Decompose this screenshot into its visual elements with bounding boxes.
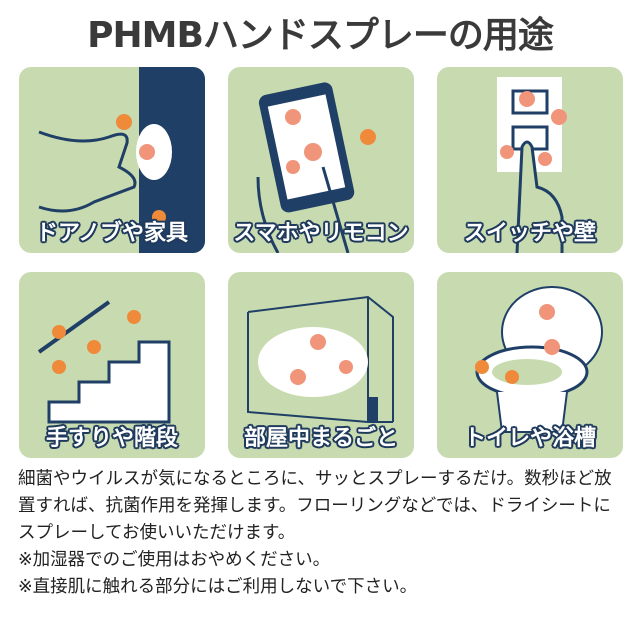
stairs-handrail-illustration	[37, 300, 171, 424]
room-illustration	[247, 295, 394, 423]
description-main: 細菌やウイルスが気になるところに、サッとスプレーするだけ。数秒ほど放置すれば、抗…	[18, 469, 612, 543]
tile-label: スイッチや壁	[463, 221, 596, 246]
tile-label: ドアノブや家具	[35, 221, 189, 246]
toilet-illustration	[475, 286, 603, 433]
tile-stairs: 手すりや階段	[19, 272, 205, 458]
tile-room: 部屋中まるごと	[228, 272, 414, 458]
description: 細菌やウイルスが気になるところに、サッとスプレーするだけ。数秒ほど放置すれば、抗…	[18, 466, 628, 601]
tile-label: 部屋中まるごと	[243, 426, 398, 451]
wall-switch-illustration	[497, 77, 567, 253]
note-skin: ※直接肌に触れる部分にはご利用しないで下さい。	[18, 577, 418, 597]
tile-door-knob: ドアノブや家具	[19, 67, 205, 253]
tile-wall-switch: スイッチや壁	[437, 67, 623, 253]
tile-toilet: トイレや浴槽	[437, 272, 623, 458]
door-knob-illustration	[38, 67, 205, 253]
tile-label: 手すりや階段	[45, 426, 178, 451]
page-title: PHMBハンドスプレーの用途	[87, 15, 554, 56]
tile-label: スマホやリモコン	[233, 221, 409, 246]
tile-label: トイレや浴槽	[463, 426, 596, 451]
smartphone-illustration	[256, 82, 376, 253]
tile-smartphone: スマホやリモコン	[228, 67, 414, 253]
note-humidifier: ※加湿器でのご使用はおやめください。	[18, 550, 331, 570]
